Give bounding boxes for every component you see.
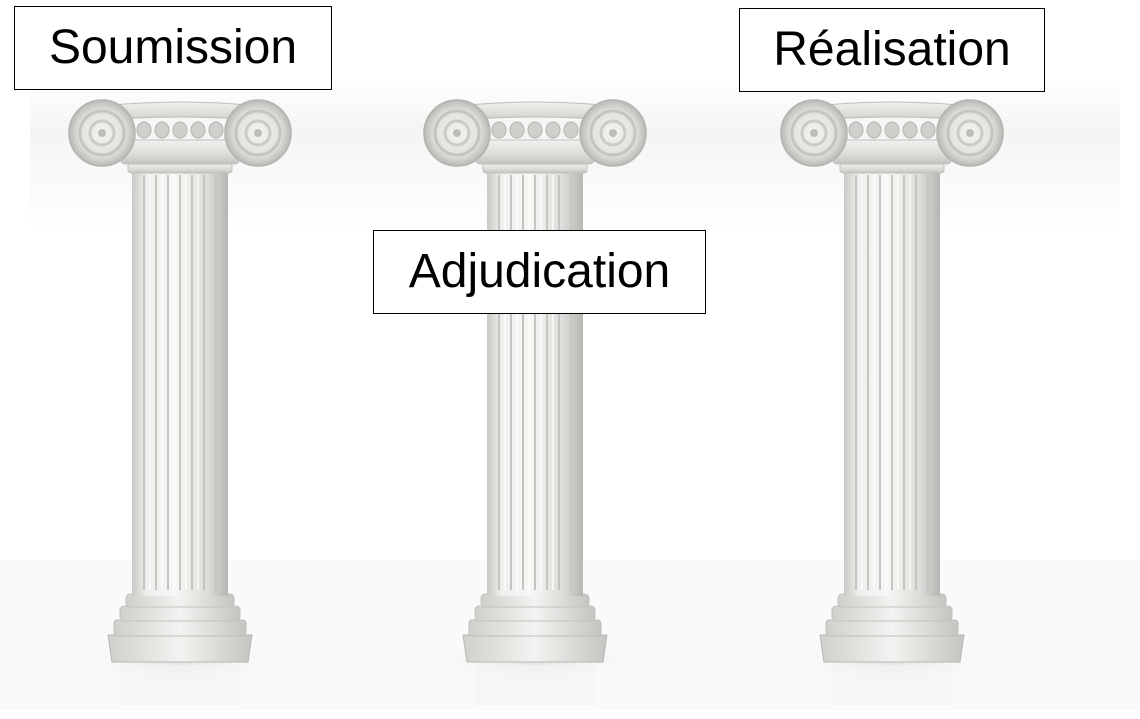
label-adjudication: Adjudication: [373, 230, 706, 314]
label-soumission: Soumission: [14, 6, 332, 90]
label-realisation: Réalisation: [739, 8, 1045, 92]
